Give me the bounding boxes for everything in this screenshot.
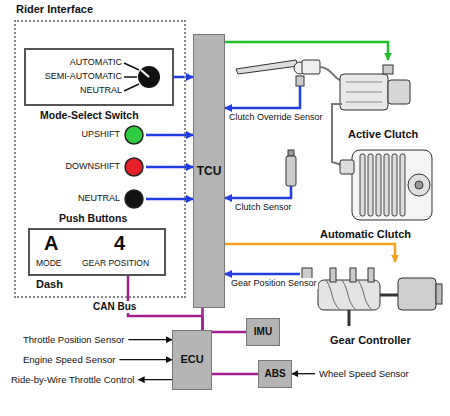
mode-select-switch: AUTOMATICSEMI-AUTOMATICNEUTRALMode-Selec… xyxy=(24,48,174,106)
signal-name: Gear Position Sensor xyxy=(230,278,318,289)
tcu-box: TCU xyxy=(193,34,225,308)
node-text: IMU xyxy=(254,326,272,338)
node-text: Mode-Select Switch xyxy=(40,109,139,122)
ecu-box: ECU xyxy=(172,330,212,390)
push-button: UPSHIFT xyxy=(30,124,146,146)
dash-display: A4MODEGEAR POSITIONDash xyxy=(28,228,166,276)
gear-controller: Gear Controller xyxy=(300,262,445,348)
mode-knob xyxy=(124,63,160,91)
node-text: MODE xyxy=(36,258,62,268)
node-text: NEUTRAL xyxy=(30,85,122,96)
signal-name: Ride-by-Wire Throttle Control xyxy=(10,374,135,385)
signal-name: Wheel Speed Sensor xyxy=(318,368,410,379)
signal-connector xyxy=(174,76,193,79)
gear-controller-drawing xyxy=(302,268,442,326)
automatic-clutch: Automatic Clutch xyxy=(280,150,440,242)
node-text: NEUTRAL xyxy=(30,193,120,204)
upshift-button xyxy=(125,126,143,144)
signal-connector xyxy=(225,42,388,60)
group-title: Push Buttons xyxy=(58,212,128,225)
node-text: A xyxy=(44,231,58,255)
signal-connector xyxy=(225,273,300,276)
node-text: 4 xyxy=(114,231,125,255)
node-text: TCU xyxy=(197,164,222,178)
imu-box: IMU xyxy=(246,318,280,346)
node-text: SEMI-AUTOMATIC xyxy=(30,71,122,82)
signal-arrow xyxy=(128,339,172,340)
node-text: UPSHIFT xyxy=(30,129,120,140)
signal-name: Clutch Sensor xyxy=(234,202,293,213)
push-button: DOWNSHIFT xyxy=(30,156,146,178)
automatic-clutch-drawing xyxy=(280,150,432,220)
signal-arrow xyxy=(119,359,172,360)
active-clutch: Active Clutch xyxy=(318,60,440,144)
signal-connector xyxy=(212,331,246,334)
signal-connector xyxy=(212,373,258,376)
node-text: Automatic Clutch xyxy=(320,228,411,241)
rider-interface-region: Rider InterfaceAUTOMATICSEMI-AUTOMATICNE… xyxy=(14,20,186,298)
abs-box: ABS xyxy=(258,360,292,388)
push-button: NEUTRAL xyxy=(30,188,146,210)
node-text: Gear Controller xyxy=(330,334,411,347)
node-text: Active Clutch xyxy=(348,128,418,141)
node-text: GEAR POSITION xyxy=(82,258,149,268)
node-text: AUTOMATIC xyxy=(30,57,122,68)
neutral-button xyxy=(125,190,143,208)
node-text: Rider Interface xyxy=(16,3,93,16)
signal-arrow xyxy=(138,379,172,380)
node-text: ECU xyxy=(180,353,203,366)
node-text: Dash xyxy=(36,278,63,291)
signal-connector xyxy=(225,197,280,200)
downshift-button xyxy=(125,158,143,176)
node-text: ABS xyxy=(264,368,285,380)
signal-connector xyxy=(128,276,203,330)
signal-name: Clutch Override Sensor xyxy=(228,112,324,123)
clutch-lever xyxy=(225,60,340,108)
signal-name: Throttle Position Sensor xyxy=(22,334,125,345)
signal-name: Engine Speed Sensor xyxy=(22,354,116,365)
node-text: DOWNSHIFT xyxy=(30,161,120,172)
bus-name: CAN Bus xyxy=(92,301,137,313)
signal-arrow xyxy=(292,373,315,374)
signal-connector xyxy=(225,244,395,262)
